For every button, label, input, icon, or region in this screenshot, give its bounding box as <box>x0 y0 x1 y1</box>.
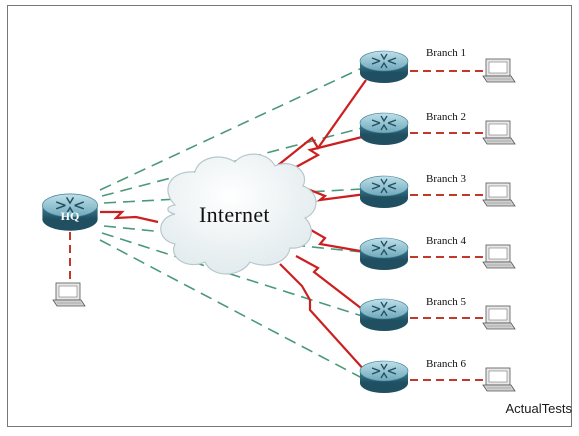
vpn-tunnel-branch-4 <box>103 225 363 253</box>
router-branch-2 <box>359 112 409 146</box>
pc-icon-branch-6 <box>482 367 516 392</box>
branch-label-1: Branch 1 <box>426 47 467 59</box>
branch-label-6: Branch 6 <box>426 358 467 370</box>
branch-label-3: Branch 3 <box>426 173 467 185</box>
internet-cloud <box>160 153 317 275</box>
pc-icon-branch-4 <box>482 244 516 269</box>
branch-label-4: Branch 4 <box>426 235 467 247</box>
hq-label: HQ <box>60 209 80 223</box>
router-branch-3 <box>359 175 409 209</box>
router-branch-4 <box>359 237 409 271</box>
wan-link-branch-6 <box>279 263 367 373</box>
vpn-tunnel-branch-5 <box>101 232 363 317</box>
branch-pcs <box>482 58 516 392</box>
pc-icon-branch-3 <box>482 182 516 207</box>
branch-routers <box>359 50 409 394</box>
hq-wan-link <box>100 210 159 224</box>
wan-link-branch-5 <box>295 255 367 313</box>
router-branch-5 <box>359 298 409 332</box>
wan-link-branch-4 <box>303 225 367 254</box>
vpn-tunnel-branch-1 <box>99 67 363 191</box>
branch-label-5: Branch 5 <box>426 296 467 308</box>
vpn-tunnel-branch-6 <box>99 239 363 379</box>
hq-pc-icon <box>52 282 86 307</box>
wan-link-branch-3 <box>299 184 367 202</box>
router-branch-6 <box>359 360 409 394</box>
pc-icon-branch-1 <box>482 58 516 83</box>
vpn-tunnel-branch-3 <box>103 188 363 204</box>
diagram-border <box>7 5 572 427</box>
wan-link-branch-1 <box>271 79 367 171</box>
watermark: ActualTests <box>505 401 572 416</box>
internet-label: Internet <box>199 202 270 227</box>
router-branch-1 <box>359 50 409 84</box>
pc-icon-branch-2 <box>482 120 516 145</box>
branch-label-2: Branch 2 <box>426 111 467 123</box>
pc-icon-branch-5 <box>482 305 516 330</box>
